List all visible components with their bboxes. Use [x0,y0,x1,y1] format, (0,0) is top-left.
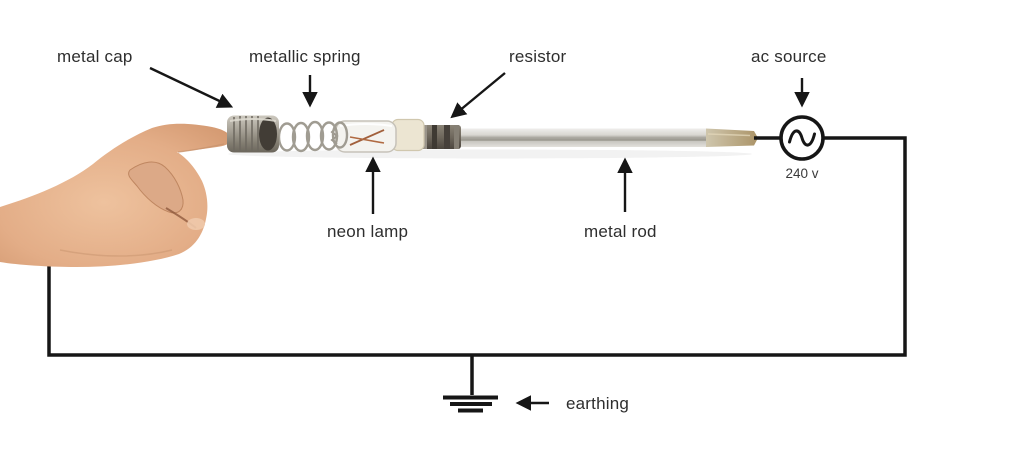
neon-lamp-label: neon lamp [327,222,409,241]
resistor [421,125,461,149]
palm-shade-line [59,249,173,257]
rod-tip [706,128,758,147]
spring-coil [291,121,311,153]
metallic-spring-label: metallic spring [249,47,361,66]
metal-cap-arrow [149,66,234,108]
cap-dark-end [259,117,277,151]
test-pen [227,115,783,153]
ac-source-symbol [779,115,825,161]
ceramic-collar [391,118,425,152]
resistor-arrow [450,72,506,119]
metal-rod-label: metal rod [584,222,657,241]
earthing-symbol [443,355,498,413]
circuit-wire [47,136,907,357]
pointing-hand [0,123,232,267]
resistor-label: resistor [509,47,567,66]
metal-rod [458,128,706,147]
earthing-label: earthing [566,394,630,413]
lamp-electrode-1 [349,129,385,146]
hand-silhouette [0,123,232,267]
metal-cap [227,115,279,153]
finger-shade-line [177,143,225,153]
spring-coil [319,121,339,151]
rod-tip-highlight [707,133,751,137]
annotation-arrows [149,66,810,411]
metallic-spring [277,120,349,153]
voltage-label: 240 v [785,166,819,181]
resistor-ring-right [454,125,459,149]
lamp-electrode-2 [349,136,385,144]
resistor-band-1 [432,125,437,149]
sine-wave-icon [788,129,816,147]
thumb-highlight [187,218,205,230]
cap-highlight [229,118,277,122]
spring-coil [305,120,325,152]
thumb [128,161,184,214]
metal-cap-label: metal cap [57,47,133,66]
ac-source-label: ac source [751,47,827,66]
resistor-band-2 [444,125,450,149]
tester-shadow [228,149,752,159]
spring-coil [331,121,349,149]
